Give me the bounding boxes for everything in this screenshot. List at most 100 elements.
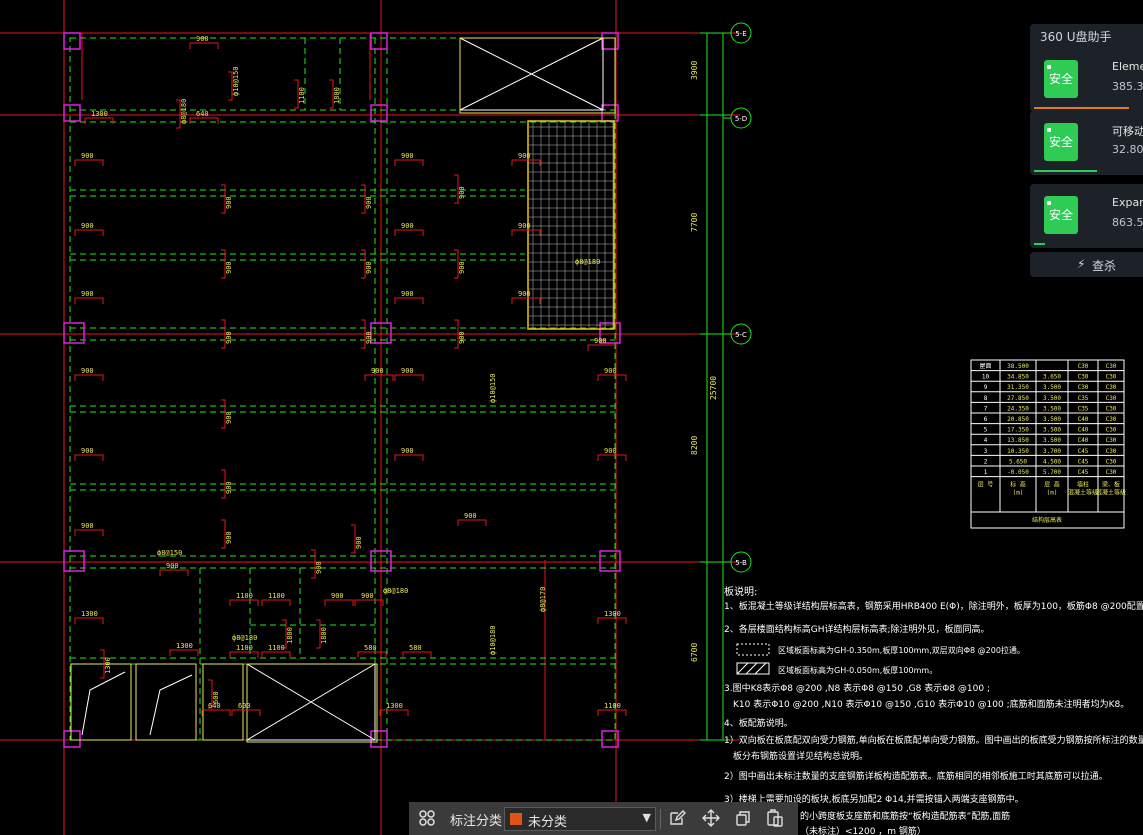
table-cell: C30 (1106, 374, 1117, 381)
note-line-10: 2）图中画出未标注数量的支座钢筋详板构造配筋表。底筋相同的相邻板施工时其底筋可以… (724, 770, 1108, 782)
paste-icon[interactable] (765, 809, 785, 829)
rebar-bracket (454, 174, 459, 204)
usb-drive-icon: 安全 (1044, 196, 1078, 234)
scan-button[interactable]: ⚡ 查杀 (1030, 252, 1143, 277)
rebar-bracket (74, 374, 104, 381)
drive-size: 385.3 (1112, 80, 1143, 93)
rebar-spec-label: ф10@150 (489, 373, 497, 403)
stair-lines (81, 671, 193, 736)
rebar-spec-label: ф8@180 (575, 258, 600, 266)
rebar-label: ф10@150 (232, 66, 240, 96)
table-cell: 3.650 (1043, 374, 1061, 381)
rebar-spec-label: ф8@180 (232, 634, 257, 642)
grid-icon[interactable] (417, 809, 437, 829)
rebar-label: 900 (225, 331, 233, 344)
drive-name: Expan (1112, 196, 1143, 209)
table-cell: C30 (1106, 469, 1117, 476)
rebar-bracket (394, 374, 424, 381)
rebar-bracket (74, 229, 104, 236)
rebar-bracket (329, 79, 334, 109)
rebar-label: 1100 (236, 592, 253, 600)
stair-openings (70, 37, 616, 743)
note-line-12: 的小跨度板支座筋和底筋按“板构造配筋表”配筋,面筋 (800, 810, 1010, 822)
rebar-label: 900 (225, 196, 233, 209)
column-ticks (81, 33, 546, 740)
dim-7700: 7700 (690, 213, 699, 232)
usb-drive-icon: 安全 (1044, 60, 1078, 98)
table-cell: C30 (1106, 458, 1117, 465)
rebar-label: 900 (401, 447, 414, 455)
table-cell: 5.700 (1043, 469, 1061, 476)
rebar-bracket (597, 454, 627, 461)
table-header-cell: 梁、板 (1102, 481, 1120, 489)
rebar-label: 1300 (81, 610, 98, 618)
openings (246, 37, 604, 741)
rebar-bracket (74, 159, 104, 166)
usb-drive-card-3[interactable]: 安全 Expan 863.5 (1030, 184, 1143, 248)
rebar-bracket (169, 649, 199, 656)
rebar-labels: 900 1100 1800 1300 640 ф10@150 ф8@180 900 900 900… (81, 35, 621, 710)
table-cell: C30 (1106, 395, 1117, 402)
rebar-bracket (454, 319, 459, 349)
rebar-bracket (228, 71, 233, 101)
drive-size: 32.80 (1112, 143, 1143, 156)
rebar-label: 1300 (604, 610, 621, 618)
rebar-bracket (282, 619, 287, 649)
rebar-label: 1300 (176, 642, 193, 650)
rebar-bracket (294, 79, 299, 109)
table-cell: C45 (1078, 458, 1089, 465)
rebar-label: 1300 (386, 702, 403, 710)
usb-drive-card-1[interactable]: 安全 Eleme 385.3 (1030, 48, 1143, 112)
rebar-bracket (176, 99, 181, 129)
rebar-label: 900 (81, 447, 94, 455)
note-line-9: 板分布钢筋设置详见结构总说明。 (733, 750, 868, 762)
rebar-spec-label: ф8@170 (539, 587, 547, 612)
drive-size: 863.5 (1112, 216, 1143, 229)
rebar-label: 640 (208, 702, 221, 710)
bolt-icon: ⚡ (1077, 257, 1086, 271)
table-cell: C45 (1078, 448, 1089, 455)
rebar-bracket (74, 454, 104, 461)
columns (63, 32, 621, 748)
rebar-bracket (597, 709, 627, 716)
table-cell: C30 (1078, 363, 1089, 370)
rebar-label: 1800 (286, 627, 294, 644)
rebar-label: 900 (355, 536, 363, 549)
rebar-label: 900 (401, 290, 414, 298)
table-cell: 3.700 (1043, 448, 1061, 455)
rebar-label: 1300 (104, 657, 112, 674)
table-header-cell: 墙柱 (1077, 481, 1089, 489)
table-cell: C35 (1078, 395, 1089, 402)
table-cell: C30 (1106, 405, 1117, 412)
table-cell: 27.850 (1007, 395, 1029, 402)
rebar-bracket (189, 42, 219, 49)
rebar-label: 900 (81, 152, 94, 160)
usb-drive-card-2[interactable]: 安全 可移动 32.80 (1030, 111, 1143, 175)
table-cell: 34.850 (1007, 374, 1029, 381)
table-cell: 1 (984, 469, 988, 476)
rebar-label: 900 (458, 261, 466, 274)
rebar-bracket (511, 229, 541, 236)
rebar-bracket (100, 649, 105, 679)
rebar-bracket (229, 599, 259, 606)
rebar-label: 580 (364, 644, 377, 652)
note-line-8: 1）双向板在板底配双向受力钢筋,单向板在板底配单向受力钢筋。图中画出的板底受力钢… (724, 734, 1143, 746)
move-icon[interactable] (701, 809, 721, 829)
edit-icon[interactable] (667, 809, 687, 829)
table-header-cell: (m) (1047, 490, 1058, 497)
note-line-13: （未标注）<1200 ，m 钢筋） (800, 825, 926, 835)
rebar-bracket (229, 651, 259, 658)
table-cell: C30 (1106, 384, 1117, 391)
table-cell: 3.500 (1043, 437, 1061, 444)
rebar-bracket (351, 524, 356, 554)
copy-icon[interactable] (733, 809, 753, 829)
table-cell: 20.850 (1007, 416, 1029, 423)
usb-assistant-widget[interactable]: 360 U盘助手 安全 Eleme 385.3 安全 可移动 32.80 安全 … (1030, 24, 1143, 278)
axis-5D: 5-D (735, 115, 747, 123)
rebar-bracket (587, 344, 617, 351)
category-select[interactable]: 未分类 ▼ (504, 807, 656, 831)
note-line-4: 区域板面标高为GH-0.050m,板厚100mm。 (778, 665, 937, 675)
drive-usage-bar (1034, 107, 1129, 109)
